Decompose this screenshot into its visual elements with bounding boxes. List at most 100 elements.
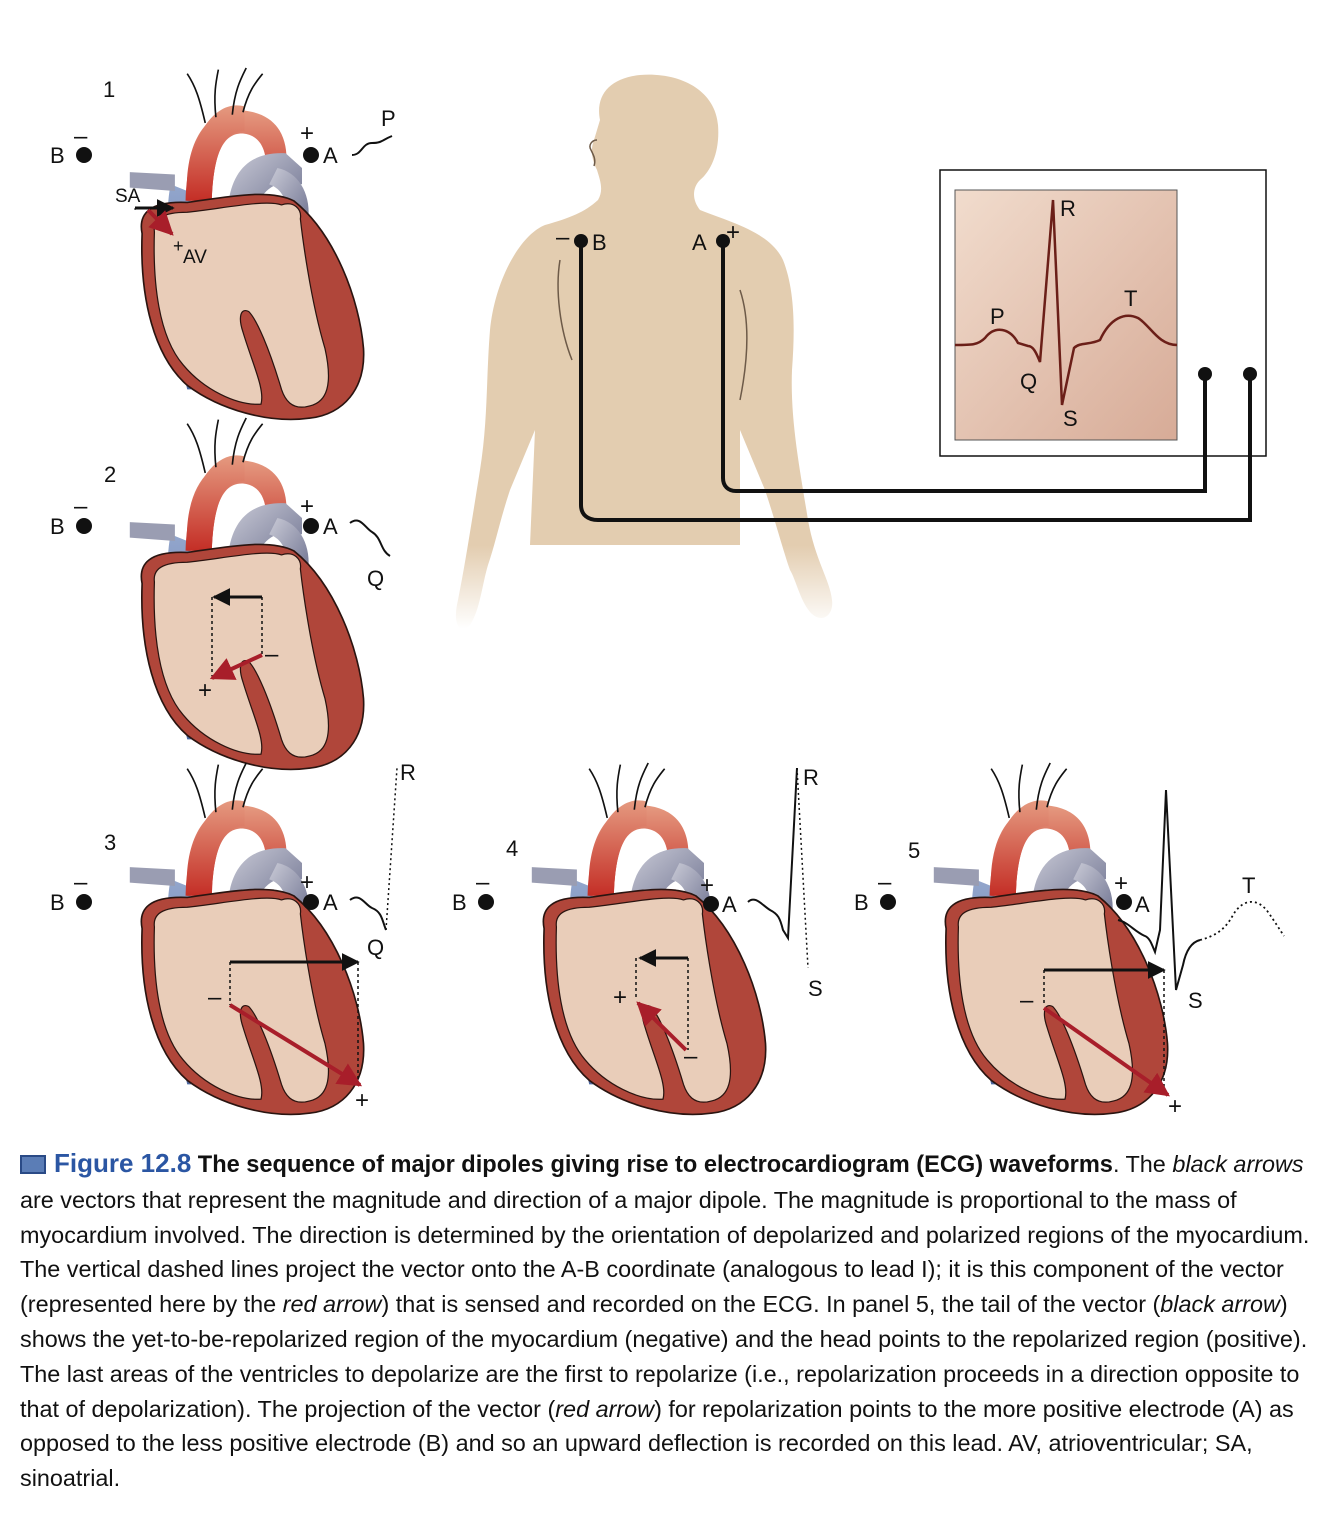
panel-5-t-wave-trace <box>1199 900 1285 941</box>
panel-2-number: 2 <box>104 462 116 487</box>
panel-3: 3 – B + A R Q – + <box>50 760 416 1116</box>
panel-4-electrode-b-sign: – <box>476 869 490 896</box>
caption-text-run: ) that is sensed and recorded on the ECG… <box>381 1291 1161 1318</box>
panel-3-ecg-trace <box>349 896 387 931</box>
panel-1-electrode-a-sign: + <box>300 120 314 147</box>
caption-text-run: The <box>1119 1151 1173 1177</box>
ecg-label-t: T <box>1124 286 1137 311</box>
panel-5-wave-label-s: S <box>1188 988 1203 1013</box>
caption-italic-run: red arrow <box>555 1395 655 1422</box>
panel-3-electrode-a-sign: + <box>300 869 314 896</box>
figure-marker-icon <box>20 1155 46 1174</box>
monitor-terminal-a <box>1198 367 1212 381</box>
body-electrode-a-label: A <box>692 230 707 255</box>
panel-1: 1 – B + A P SA AV + <box>50 67 396 421</box>
caption-body: The black arrows are vectors that repres… <box>20 1151 1309 1491</box>
caption-italic-run: black arrow <box>1160 1291 1280 1318</box>
panel-2-electrode-b-label: B <box>50 514 65 539</box>
panel-5-red-arrow <box>1042 1006 1170 1097</box>
panel-1-av-label: AV <box>183 247 207 268</box>
panel-3-vector-plus: + <box>355 1087 369 1114</box>
ecg-screen <box>954 189 1178 441</box>
wire-b <box>579 241 1252 522</box>
panel-2-vector-plus: + <box>198 677 212 704</box>
human-silhouette <box>455 74 833 629</box>
panel-1-sa-label: SA <box>115 186 141 207</box>
panel-4-ecg-trace <box>747 767 798 942</box>
panel-1-wave-label: P <box>381 106 396 131</box>
panel-2-red-arrow <box>209 653 263 680</box>
panel-5-electrode-a-label: A <box>1135 892 1150 917</box>
panel-4-vector-plus: + <box>613 984 627 1011</box>
panel-1-ecg-trace <box>351 135 393 156</box>
panel-3-wave-label-r: R <box>400 760 416 785</box>
panel-1-electrode-b-sign: – <box>74 123 88 150</box>
panel-1-electrode-a-label: A <box>323 143 338 168</box>
panel-3-electrode-b <box>76 894 92 910</box>
panel-4-electrode-a <box>703 896 719 912</box>
panel-2-ecg-trace <box>349 519 391 557</box>
panel-5-vector-plus: + <box>1168 1093 1182 1120</box>
panel-4-number: 4 <box>506 836 518 861</box>
figure-title-end: . <box>1112 1151 1120 1177</box>
ecg-label-p: P <box>990 304 1005 329</box>
panel-5-vector-minus: – <box>1020 987 1034 1014</box>
panel-3-electrode-b-label: B <box>50 890 65 915</box>
panel-5-number: 5 <box>908 838 920 863</box>
monitor-terminal-b <box>1243 367 1257 381</box>
panel-5-electrode-a <box>1116 894 1132 910</box>
panel-4-electrode-b <box>478 894 494 910</box>
panel-3-vector-minus: – <box>208 984 222 1011</box>
panel-1-number: 1 <box>103 77 115 102</box>
panel-4-electrode-a-sign: + <box>700 872 714 899</box>
panel-1-electrode-b <box>76 147 92 163</box>
panel-2-electrode-b-sign: – <box>74 493 88 520</box>
panel-4-electrode-a-label: A <box>722 892 737 917</box>
figure-illustration: 1 – B + A P SA AV + 2 – B + A Q – + 3 <box>50 67 1285 1120</box>
body-electrode-b-sign: – <box>556 224 570 251</box>
ecg-trace <box>954 199 1178 406</box>
panel-2: 2 – B + A Q – + <box>50 417 391 771</box>
caption-text-run: ) for repolarization points to the more … <box>20 1395 1294 1492</box>
panel-1-red-arrow <box>146 208 174 236</box>
panel-3-electrode-b-sign: – <box>74 869 88 896</box>
ecg-label-s: S <box>1063 406 1078 431</box>
ecg-monitor-frame <box>939 169 1267 457</box>
panel-5-electrode-b-sign: – <box>878 869 892 896</box>
panel-2-electrode-a <box>303 518 319 534</box>
figure-title: The sequence of major dipoles giving ris… <box>197 1152 1113 1178</box>
panel-3-red-arrow <box>228 1003 363 1087</box>
caption-italic-run: red arrow <box>282 1291 382 1318</box>
panel-4: 4 – B + A R S + – <box>452 762 823 1116</box>
panel-4-wave-label-s: S <box>808 976 823 1001</box>
figure-number: Figure 12.8 <box>54 1148 192 1178</box>
panel-5-electrode-b <box>880 894 896 910</box>
panel-1-electrode-b-label: B <box>50 143 65 168</box>
panel-5-electrode-b-label: B <box>854 890 869 915</box>
panel-2-wave-label: Q <box>367 566 384 591</box>
panel-5-electrode-a-sign: + <box>1114 870 1128 897</box>
panel-2-electrode-a-label: A <box>323 514 338 539</box>
body-electrode-a-sign: + <box>726 219 740 246</box>
panel-1-av-plus: + <box>173 236 184 256</box>
body-diagram: – B A + R P T Q S <box>455 74 1267 629</box>
figure-caption: Figure 12.8 The sequence of major dipole… <box>20 1146 1320 1496</box>
panel-3-wave-label-q: Q <box>367 935 384 960</box>
panel-2-vector-minus: – <box>265 641 279 668</box>
panel-3-electrode-a-label: A <box>323 890 338 915</box>
panel-5-ecg-trace <box>1117 789 1201 991</box>
panel-4-red-arrow <box>636 1001 688 1052</box>
panel-4-vector-minus: – <box>684 1043 698 1070</box>
panel-3-number: 3 <box>104 830 116 855</box>
caption-text-run: are vectors that represent the magnitude… <box>20 1186 1310 1318</box>
panel-1-electrode-a <box>303 147 319 163</box>
ecg-label-r: R <box>1060 196 1076 221</box>
panel-4-electrode-b-label: B <box>452 890 467 915</box>
panel-2-electrode-a-sign: + <box>300 493 314 520</box>
wire-a <box>721 241 1207 493</box>
panel-2-electrode-b <box>76 518 92 534</box>
panel-5: 5 – B + A T S – + <box>854 762 1285 1120</box>
caption-text-run: ) shows the yet-to-be-repolarized region… <box>20 1291 1308 1422</box>
panel-5-wave-label-t: T <box>1242 873 1255 898</box>
ecg-label-q: Q <box>1020 369 1037 394</box>
